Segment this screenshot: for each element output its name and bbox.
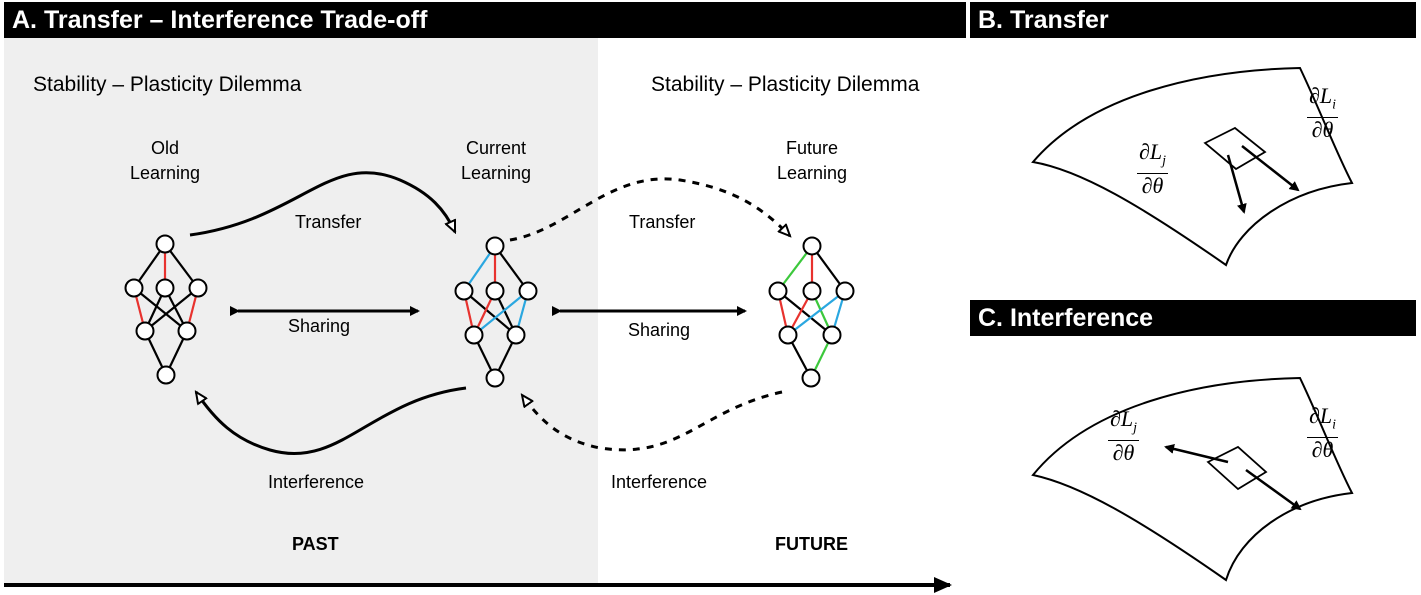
header-transfer: B. Transfer — [970, 2, 1416, 38]
edge — [787, 290, 846, 336]
gradient-label-j-transfer: ∂Lj ∂θ — [1137, 140, 1168, 198]
node — [135, 321, 155, 341]
surface-transfer — [1031, 66, 1354, 267]
current-learning-label: Current Learning — [460, 138, 532, 183]
node — [124, 278, 144, 298]
node — [188, 278, 208, 298]
gradient-label-j-interference: ∂Lj ∂θ — [1108, 407, 1139, 465]
edge — [144, 287, 199, 332]
interference-label-future: Interference — [611, 472, 708, 492]
transfer-arrow-past — [189, 171, 457, 237]
network-future-learning — [768, 236, 855, 388]
node — [778, 325, 798, 345]
transfer-arrow-future — [509, 177, 790, 242]
node — [835, 281, 855, 301]
node — [822, 325, 842, 345]
transfer-label-future: Transfer — [629, 212, 696, 232]
denominator: ∂θ — [1141, 173, 1164, 199]
node — [464, 325, 484, 345]
node — [485, 281, 505, 301]
edge — [463, 290, 517, 336]
denominator: ∂θ — [1311, 437, 1334, 463]
numerator: ∂L — [1110, 406, 1134, 431]
dilemma-label-left: Stability – Plasticity Dilemma — [33, 73, 302, 96]
past-label: PAST — [292, 534, 339, 554]
node — [156, 365, 176, 385]
node — [454, 281, 474, 301]
gradient-label-i-interference: ∂Li ∂θ — [1307, 404, 1338, 462]
subscript: i — [1332, 417, 1336, 433]
denominator: ∂θ — [1112, 440, 1135, 466]
interference-arrow-future — [522, 390, 783, 452]
gradient-label-i-transfer: ∂Li ∂θ — [1307, 84, 1338, 142]
interference-arrow-past — [196, 386, 467, 456]
header-interference: C. Interference — [970, 300, 1416, 336]
subscript: i — [1332, 97, 1336, 113]
edge — [473, 290, 529, 336]
edge — [777, 290, 833, 336]
numerator: ∂L — [1309, 83, 1333, 108]
node — [485, 236, 505, 256]
node — [155, 234, 175, 254]
future-label: FUTURE — [775, 534, 848, 554]
node — [485, 368, 505, 388]
numerator: ∂L — [1309, 403, 1333, 428]
subscript: j — [1162, 153, 1166, 169]
transfer-label-past: Transfer — [295, 212, 362, 232]
node — [155, 278, 175, 298]
denominator: ∂θ — [1311, 117, 1334, 143]
header-transfer-interference: A. Transfer – Interference Trade-off — [4, 2, 966, 38]
sharing-label-past: Sharing — [288, 316, 351, 336]
dilemma-label-right: Stability – Plasticity Dilemma — [651, 73, 920, 96]
node — [177, 321, 197, 341]
sharing-label-future: Sharing — [628, 320, 691, 340]
edge — [133, 287, 188, 332]
numerator: ∂L — [1139, 139, 1163, 164]
node — [506, 325, 526, 345]
node — [802, 236, 822, 256]
old-learning-label: Old Learning — [129, 138, 201, 183]
future-learning-label: Future Learning — [776, 138, 848, 183]
interference-label-past: Interference — [268, 472, 365, 492]
node — [802, 281, 822, 301]
network-current-learning — [454, 236, 538, 388]
surface-interference — [1031, 376, 1354, 582]
node — [518, 281, 538, 301]
subscript: j — [1133, 420, 1137, 436]
node — [768, 281, 788, 301]
network-old-learning — [124, 234, 208, 385]
node — [801, 368, 821, 388]
